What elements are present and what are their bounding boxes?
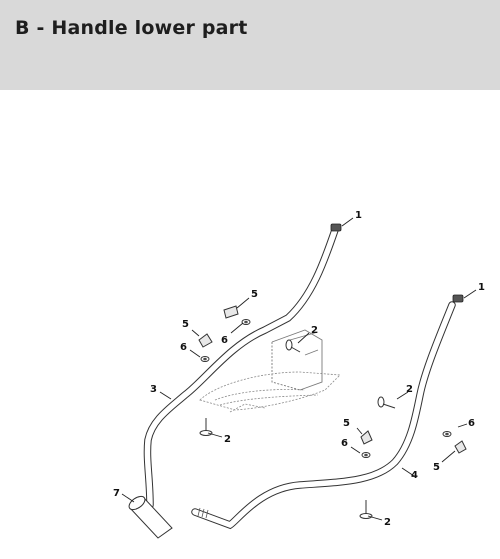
- handle-tube-left: [143, 226, 339, 509]
- nut-right: [454, 440, 467, 454]
- nut-left: [198, 333, 213, 348]
- nut-top: [223, 305, 239, 319]
- callout-5-right: 5: [433, 462, 440, 473]
- grip-sleeve: [128, 495, 173, 539]
- bolt-bottom: [359, 500, 373, 519]
- callout-1-right: 1: [478, 282, 485, 293]
- nut-right-middle: [360, 430, 373, 445]
- leader-lines: [121, 217, 477, 521]
- end-cap-top-right: [452, 294, 464, 303]
- callout-5-top: 5: [251, 289, 258, 300]
- callout-2-upper: 2: [311, 325, 318, 336]
- exploded-parts-diagram: 1 1 2 2 2 2 3 4 5 5 5 5 6 6 6 6 7: [0, 90, 500, 555]
- bolt-right-middle: [377, 396, 396, 409]
- deck-plate: [199, 371, 341, 413]
- washer-right: [442, 431, 452, 437]
- callout-2-bottom: 2: [384, 517, 391, 528]
- callout-6-upper: 6: [221, 335, 228, 346]
- callout-6-middle: 6: [341, 438, 348, 449]
- callout-2-right: 2: [406, 384, 413, 395]
- callout-4: 4: [411, 470, 418, 481]
- callout-2-left: 2: [224, 434, 231, 445]
- washer-right-middle: [361, 452, 371, 458]
- handle-bracket: [271, 329, 323, 391]
- header-bar: B - Handle lower part: [0, 0, 500, 90]
- callout-6-right: 6: [468, 418, 475, 429]
- washer-left: [200, 356, 210, 362]
- callout-1-left: 1: [355, 210, 362, 221]
- washer-left-upper: [241, 319, 251, 325]
- handle-tube-right: [191, 301, 456, 530]
- callout-6-left: 6: [180, 342, 187, 353]
- callout-5-middle: 5: [343, 418, 350, 429]
- callout-5-left: 5: [182, 319, 189, 330]
- callout-3: 3: [150, 384, 157, 395]
- page-title: B - Handle lower part: [15, 17, 248, 39]
- bolt-left-lower: [199, 418, 213, 436]
- bolt-upper: [285, 339, 301, 353]
- callout-7: 7: [113, 488, 120, 499]
- end-cap-top-left: [330, 223, 342, 232]
